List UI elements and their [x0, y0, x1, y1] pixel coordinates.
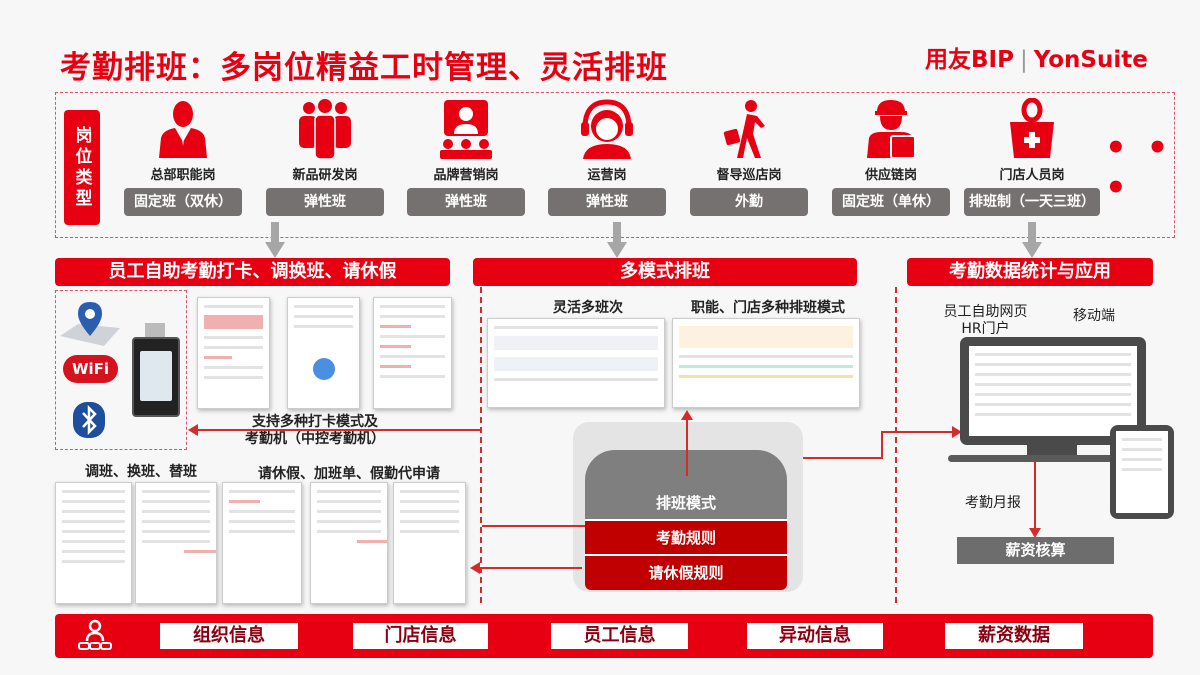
- connector-right-top: [881, 431, 954, 433]
- layer-scheduling-mode: 排班模式: [585, 485, 787, 521]
- team-icon: [299, 99, 351, 160]
- headset-icon: [581, 99, 633, 159]
- arrow-down-icon: [265, 222, 285, 258]
- app-screenshot-leave: [310, 482, 388, 604]
- logo-bip: 用友BIP: [925, 47, 1014, 73]
- section-header-scheduling: 多模式排班: [473, 258, 857, 286]
- shift-type: 弹性班: [548, 188, 666, 216]
- clock-methods-panel: [55, 290, 187, 450]
- arrow-left-icon: [470, 562, 480, 574]
- wifi-icon: WiFi: [63, 355, 118, 383]
- divider-left: [480, 287, 482, 603]
- scheduling-modes-label: 职能、门店多种排班模式: [691, 300, 845, 316]
- web-portal-line-2: HR门户: [961, 321, 1010, 337]
- walking-icon: [723, 100, 765, 158]
- connector-right-vertical: [881, 431, 883, 459]
- section-header-statistics: 考勤数据统计与应用: [907, 258, 1153, 286]
- arrow-left-icon: [188, 424, 198, 436]
- delivery-icon: [867, 100, 916, 159]
- mobile-label: 移动端: [1073, 308, 1115, 324]
- more-icon: • • •: [1105, 128, 1173, 208]
- bluetooth-icon: [73, 402, 105, 438]
- app-screenshot-proxy: [393, 482, 466, 604]
- shift-type: 弹性班: [266, 188, 384, 216]
- job-name: 新品研发岗: [292, 168, 358, 183]
- section-header-self-service: 员工自助考勤打卡、调换班、请休假: [55, 258, 450, 286]
- flexible-shifts-label: 灵活多班次: [553, 300, 623, 316]
- connector-left-upper: [482, 525, 585, 527]
- app-screenshot-clock-in: [287, 297, 360, 409]
- job-name: 运营岗: [587, 168, 627, 183]
- app-screenshot-home: [197, 297, 270, 409]
- web-portal-line-1: 员工自助网页: [943, 304, 1028, 320]
- foundation-store-info: 门店信息: [353, 623, 488, 649]
- job-name: 总部职能岗: [150, 168, 216, 183]
- app-screenshot-shift-swap: [135, 482, 217, 604]
- shift-type: 弹性班: [407, 188, 525, 216]
- monitor-neck: [1027, 445, 1077, 455]
- payroll-box: 薪资核算: [957, 537, 1114, 564]
- connector-left-lower: [478, 567, 582, 569]
- foundation-org-info: 组织信息: [160, 623, 298, 649]
- logo-yonsuite: YonSuite: [1033, 47, 1148, 73]
- app-screenshot-calendar: [55, 482, 132, 604]
- job-type-supply-chain: 供应链岗 固定班（单休）: [821, 98, 961, 216]
- shopper-icon: [1010, 98, 1054, 158]
- foundation-employee-info: 员工信息: [551, 623, 688, 649]
- job-name: 供应链岗: [864, 168, 917, 183]
- arrow-down-icon: [1029, 528, 1041, 538]
- shift-type: 固定班（双休）: [124, 188, 242, 216]
- clock-caption: 支持多种打卡模式及考勤机（中控考勤机）: [220, 414, 410, 448]
- monitor-base: [948, 455, 1118, 462]
- presentation-icon: [440, 100, 492, 159]
- connector-line: [195, 429, 481, 431]
- logo-separator: |: [1019, 47, 1028, 73]
- job-name: 督导巡店岗: [716, 168, 782, 183]
- job-types-label: 岗位类型: [64, 110, 100, 225]
- app-screenshot-records: [373, 297, 452, 409]
- app-screenshot-apply: [222, 482, 302, 604]
- connector-right: [803, 457, 883, 459]
- brand-logo: 用友BIP|YonSuite: [925, 40, 1148, 74]
- job-name: 品牌营销岗: [433, 168, 499, 183]
- job-type-marketing: 品牌营销岗 弹性班: [396, 98, 536, 216]
- shift-type: 固定班（单休）: [832, 188, 950, 216]
- monthly-report-label: 考勤月报: [965, 495, 1021, 511]
- job-name: 门店人员岗: [999, 168, 1065, 183]
- shift-type: 排班制（一天三班）: [964, 188, 1100, 216]
- foundation-change-info: 异动信息: [747, 623, 883, 649]
- clock-caption-line-1: 支持多种打卡模式及: [252, 414, 378, 430]
- org-structure-icon: [78, 619, 112, 650]
- attendance-machine: [132, 337, 180, 417]
- job-type-hq: 总部职能岗 固定班（双休）: [113, 98, 253, 216]
- arrow-down-icon: [607, 222, 627, 258]
- arrow-up-icon: [681, 410, 693, 420]
- page-title: 考勤排班：多岗位精益工时管理、灵活排班: [60, 50, 668, 86]
- foundation-payroll-data: 薪资数据: [945, 623, 1083, 649]
- machine-camera: [145, 323, 165, 337]
- connector-up: [686, 418, 688, 476]
- layer-attendance-rules: 考勤规则: [585, 521, 787, 556]
- job-type-supervisor: 督导巡店岗 外勤: [679, 98, 819, 216]
- shift-change-label: 调班、换班、替班: [85, 464, 197, 480]
- shift-settings-screenshot: [487, 318, 665, 408]
- divider-right: [895, 287, 897, 603]
- person-icon: [159, 101, 207, 158]
- map-location-icon: [60, 302, 120, 346]
- layer-leave-rules: 请休假规则: [585, 556, 787, 590]
- clock-caption-line-2: 考勤机（中控考勤机）: [245, 431, 385, 447]
- leave-label: 请休假、加班单、假勤代申请: [258, 466, 440, 482]
- arrow-down-icon: [1022, 222, 1042, 258]
- job-type-store-staff: 门店人员岗 排班制（一天三班）: [962, 98, 1102, 216]
- job-type-rd: 新品研发岗 弹性班: [255, 98, 395, 216]
- arrow-right-icon: [952, 426, 962, 438]
- tablet: [1110, 425, 1174, 519]
- connector-down: [1034, 462, 1036, 532]
- job-type-operations: 运营岗 弹性班: [537, 98, 677, 216]
- shift-type: 外勤: [690, 188, 808, 216]
- schedule-table-screenshot: [672, 318, 860, 408]
